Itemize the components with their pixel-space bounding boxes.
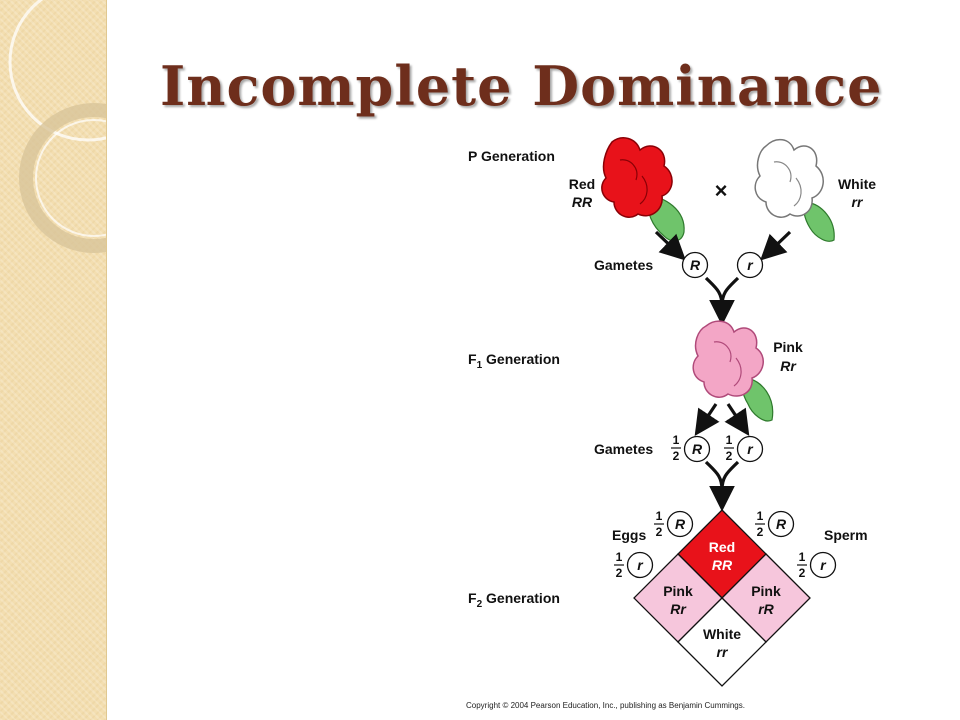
f1-generation-label: F1 Generation	[468, 351, 560, 371]
red-flower-illustration	[601, 137, 685, 242]
cell-white-rr	[677, 597, 767, 687]
fraction-half: 1 2	[614, 550, 624, 580]
arrow-f1-to-gamete-r	[724, 403, 750, 436]
sperm-label: Sperm	[824, 527, 868, 543]
fraction-half: 1 2	[671, 433, 681, 463]
eggs-label: Eggs	[612, 527, 646, 543]
svg-text:1: 1	[726, 433, 733, 447]
fraction-half: 1 2	[724, 433, 734, 463]
f1-genotype: Rr	[780, 358, 797, 374]
sperm-allele: R	[776, 516, 787, 532]
pink-flower-illustration	[692, 320, 774, 422]
cell-white-genotype: rr	[717, 644, 729, 660]
white-parent-name: White	[838, 176, 876, 192]
f1-phenotype: Pink	[773, 339, 803, 355]
arrow-f1-to-gamete-R	[694, 403, 720, 436]
svg-text:1: 1	[757, 509, 764, 523]
svg-text:2: 2	[673, 449, 680, 463]
egg-allele-circle	[626, 551, 654, 579]
egg-allele-circle	[666, 510, 694, 538]
svg-text:2: 2	[616, 566, 623, 580]
svg-text:1: 1	[673, 433, 680, 447]
sperm-allele: r	[820, 557, 827, 573]
svg-text:2: 2	[656, 525, 663, 539]
white-flower-illustration	[754, 138, 835, 242]
red-parent-genotype: RR	[572, 194, 593, 210]
decorative-rings	[8, 0, 106, 253]
gamete-circle	[736, 251, 764, 279]
sperm-allele-circle	[809, 551, 837, 579]
arrow-white-to-gamete	[760, 230, 792, 261]
fraction-half: 1 2	[755, 509, 765, 539]
svg-text:2: 2	[799, 566, 806, 580]
merge-lines	[704, 276, 740, 307]
gamete-allele: R	[692, 441, 703, 457]
gamete-circle	[736, 435, 764, 463]
cell-red-genotype: RR	[712, 557, 733, 573]
red-parent-name: Red	[569, 176, 595, 192]
cell-pink-name: Pink	[751, 583, 781, 599]
cell-white-name: White	[703, 626, 741, 642]
slide-title: Incomplete Dominance	[160, 54, 883, 118]
f1-gametes-label: Gametes	[594, 441, 653, 457]
merge-lines	[704, 460, 740, 491]
copyright-notice: Copyright © 2004 Pearson Education, Inc.…	[466, 701, 745, 710]
gamete-circle	[683, 435, 711, 463]
egg-allele: r	[637, 557, 644, 573]
egg-allele: R	[675, 516, 686, 532]
white-parent-genotype: rr	[852, 194, 864, 210]
fraction-half: 1 2	[654, 509, 664, 539]
gamete-allele: r	[747, 257, 754, 273]
p-generation-label: P Generation	[468, 148, 555, 164]
gamete-allele: R	[690, 257, 701, 273]
arrow-red-to-gamete	[654, 230, 686, 261]
svg-text:2: 2	[757, 525, 764, 539]
f2-generation-label: F2 Generation	[468, 590, 560, 610]
svg-text:2: 2	[726, 449, 733, 463]
svg-text:1: 1	[799, 550, 806, 564]
svg-text:1: 1	[616, 550, 623, 564]
parent-gametes-label: Gametes	[594, 257, 653, 273]
cell-pink-genotype: Rr	[670, 601, 687, 617]
cell-pink-genotype: rR	[758, 601, 774, 617]
cross-symbol: ×	[715, 178, 728, 203]
punnett-square	[633, 509, 811, 687]
sidebar-panel	[0, 0, 107, 720]
fraction-half: 1 2	[797, 550, 807, 580]
svg-text:1: 1	[656, 509, 663, 523]
cell-red-name: Red	[709, 539, 735, 555]
gamete-allele: r	[747, 441, 754, 457]
cell-pink-name: Pink	[663, 583, 693, 599]
gamete-circle	[681, 251, 709, 279]
sperm-allele-circle	[767, 510, 795, 538]
